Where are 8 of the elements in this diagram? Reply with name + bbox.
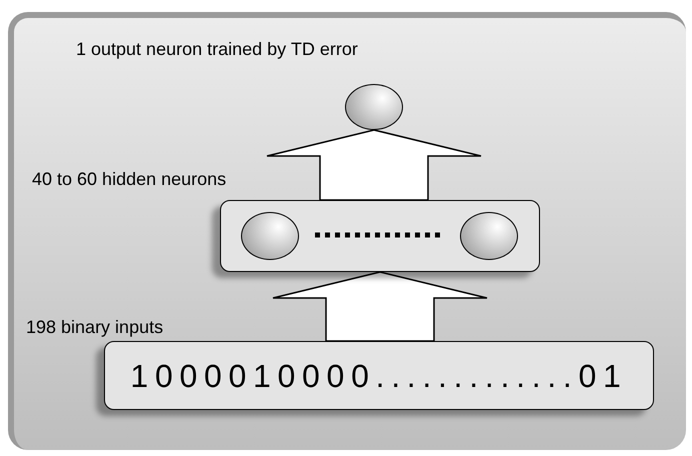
- layer-label: 1 output neuron trained by TD error: [76, 38, 358, 61]
- block-arrow: [272, 271, 488, 342]
- layer-box: [220, 200, 540, 272]
- input-box: [104, 341, 654, 410]
- layer-label: 40 to 60 hidden neurons: [32, 168, 226, 191]
- layer-label: 198 binary inputs: [26, 316, 164, 339]
- binary-input-vector: 1000010000.............01: [130, 356, 628, 396]
- block-arrow: [266, 129, 482, 201]
